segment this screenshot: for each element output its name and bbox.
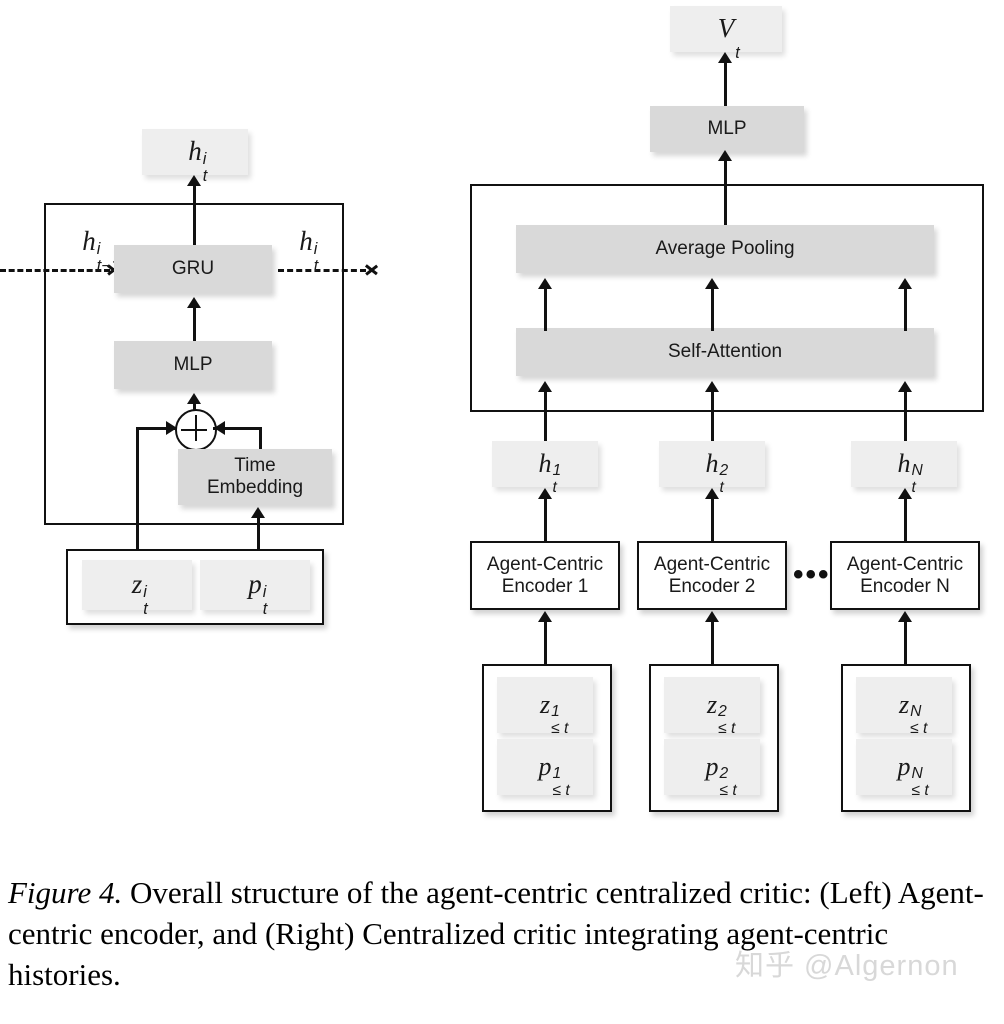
centralized-critic-frame <box>470 184 984 412</box>
encoder-1-label-line2: Encoder 1 <box>501 575 589 597</box>
connector-input-to-encoder-1 <box>544 622 547 666</box>
encoder-n-label-line2: Encoder N <box>860 575 950 597</box>
arrowhead-hidden-to-attn-3 <box>898 381 912 392</box>
arrowhead-gru-to-output <box>187 175 201 186</box>
connector-hidden-to-attn-3 <box>904 392 907 448</box>
arrowhead-time-into-add <box>214 421 225 435</box>
arrowhead-mlp-to-gru <box>187 297 201 308</box>
arrowhead-hidden-to-attn-1 <box>538 381 552 392</box>
connector-mlp-to-value <box>724 55 727 107</box>
agent-centric-encoder-n: Agent-Centric Encoder N <box>830 541 980 610</box>
connector-hidden-to-attn-2 <box>711 392 714 448</box>
connector-time-into-add <box>213 427 261 430</box>
figure-caption: Figure 4. Overall structure of the agent… <box>8 872 993 996</box>
connector-z-into-add <box>137 427 177 430</box>
connector-z-riser <box>136 427 139 568</box>
connector-mlp-to-gru <box>193 308 196 344</box>
connector-input-to-encoder-2 <box>711 622 714 666</box>
arrowhead-mlp-to-value <box>718 52 732 63</box>
self-attention-block: Self-Attention <box>516 328 934 376</box>
arrowhead-z-into-add <box>166 421 177 435</box>
recurrent-dashed-line-in <box>0 269 110 272</box>
connector-encoder-to-hidden-2 <box>711 498 714 544</box>
right-mlp-block: MLP <box>650 106 804 152</box>
arrowhead-input-to-encoder-2 <box>705 611 719 622</box>
connector-encoder-to-hidden-1 <box>544 498 547 544</box>
recurrent-arrow-out-icon <box>366 261 379 279</box>
left-mlp-block: MLP <box>114 341 272 389</box>
connector-attn-to-pool-1 <box>544 289 547 331</box>
agent-centric-encoder-2: Agent-Centric Encoder 2 <box>637 541 787 610</box>
connector-attn-to-pool-2 <box>711 289 714 331</box>
connector-hidden-to-attn-1 <box>544 392 547 448</box>
arrowhead-encoder-to-hidden-n <box>898 488 912 499</box>
encoder-2-label-line2: Encoder 2 <box>668 575 756 597</box>
connector-attn-to-pool-3 <box>904 289 907 331</box>
elementwise-add-icon <box>175 409 217 451</box>
gru-block: GRU <box>114 245 272 293</box>
average-pooling-block: Average Pooling <box>516 225 934 273</box>
connector-gru-to-output <box>193 178 196 246</box>
time-embedding-block: Time Embedding <box>178 449 332 505</box>
agent-centric-encoder-1: Agent-Centric Encoder 1 <box>470 541 620 610</box>
arrowhead-input-to-encoder-n <box>898 611 912 622</box>
arrowhead-p-to-time-embedding <box>251 507 265 518</box>
watermark-label: 知乎 @Algernon <box>735 950 959 982</box>
arrowhead-encoder-to-hidden-1 <box>538 488 552 499</box>
connector-encoder-to-hidden-n <box>904 498 907 544</box>
connector-time-riser <box>259 427 262 449</box>
arrowhead-attn-to-pool-2 <box>705 278 719 289</box>
figure-caption-text: Overall structure of the agent-centric c… <box>8 875 984 993</box>
encoder-n-label-line1: Agent-Centric <box>846 553 964 575</box>
time-embedding-label-line1: Time <box>234 455 276 477</box>
encoder-ellipsis: ••• <box>793 558 831 591</box>
recurrent-dashed-line-out <box>278 269 366 272</box>
encoder-2-label-line1: Agent-Centric <box>653 553 771 575</box>
arrowhead-attn-to-pool-1 <box>538 278 552 289</box>
arrowhead-add-to-mlp <box>187 393 201 404</box>
connector-input-to-encoder-n <box>904 622 907 666</box>
arrowhead-hidden-to-attn-2 <box>705 381 719 392</box>
arrowhead-input-to-encoder-1 <box>538 611 552 622</box>
connector-p-to-time-embedding <box>257 518 260 568</box>
agent-centric-encoder-frame <box>44 203 344 525</box>
arrowhead-attn-to-pool-3 <box>898 278 912 289</box>
arrowhead-encoder-to-hidden-2 <box>705 488 719 499</box>
arrowhead-pooling-to-mlp <box>718 150 732 161</box>
connector-pooling-to-mlp <box>724 160 727 232</box>
figure-number: Figure 4. <box>8 875 123 910</box>
time-embedding-label-line2: Embedding <box>206 477 304 498</box>
encoder-1-label-line1: Agent-Centric <box>486 553 604 575</box>
